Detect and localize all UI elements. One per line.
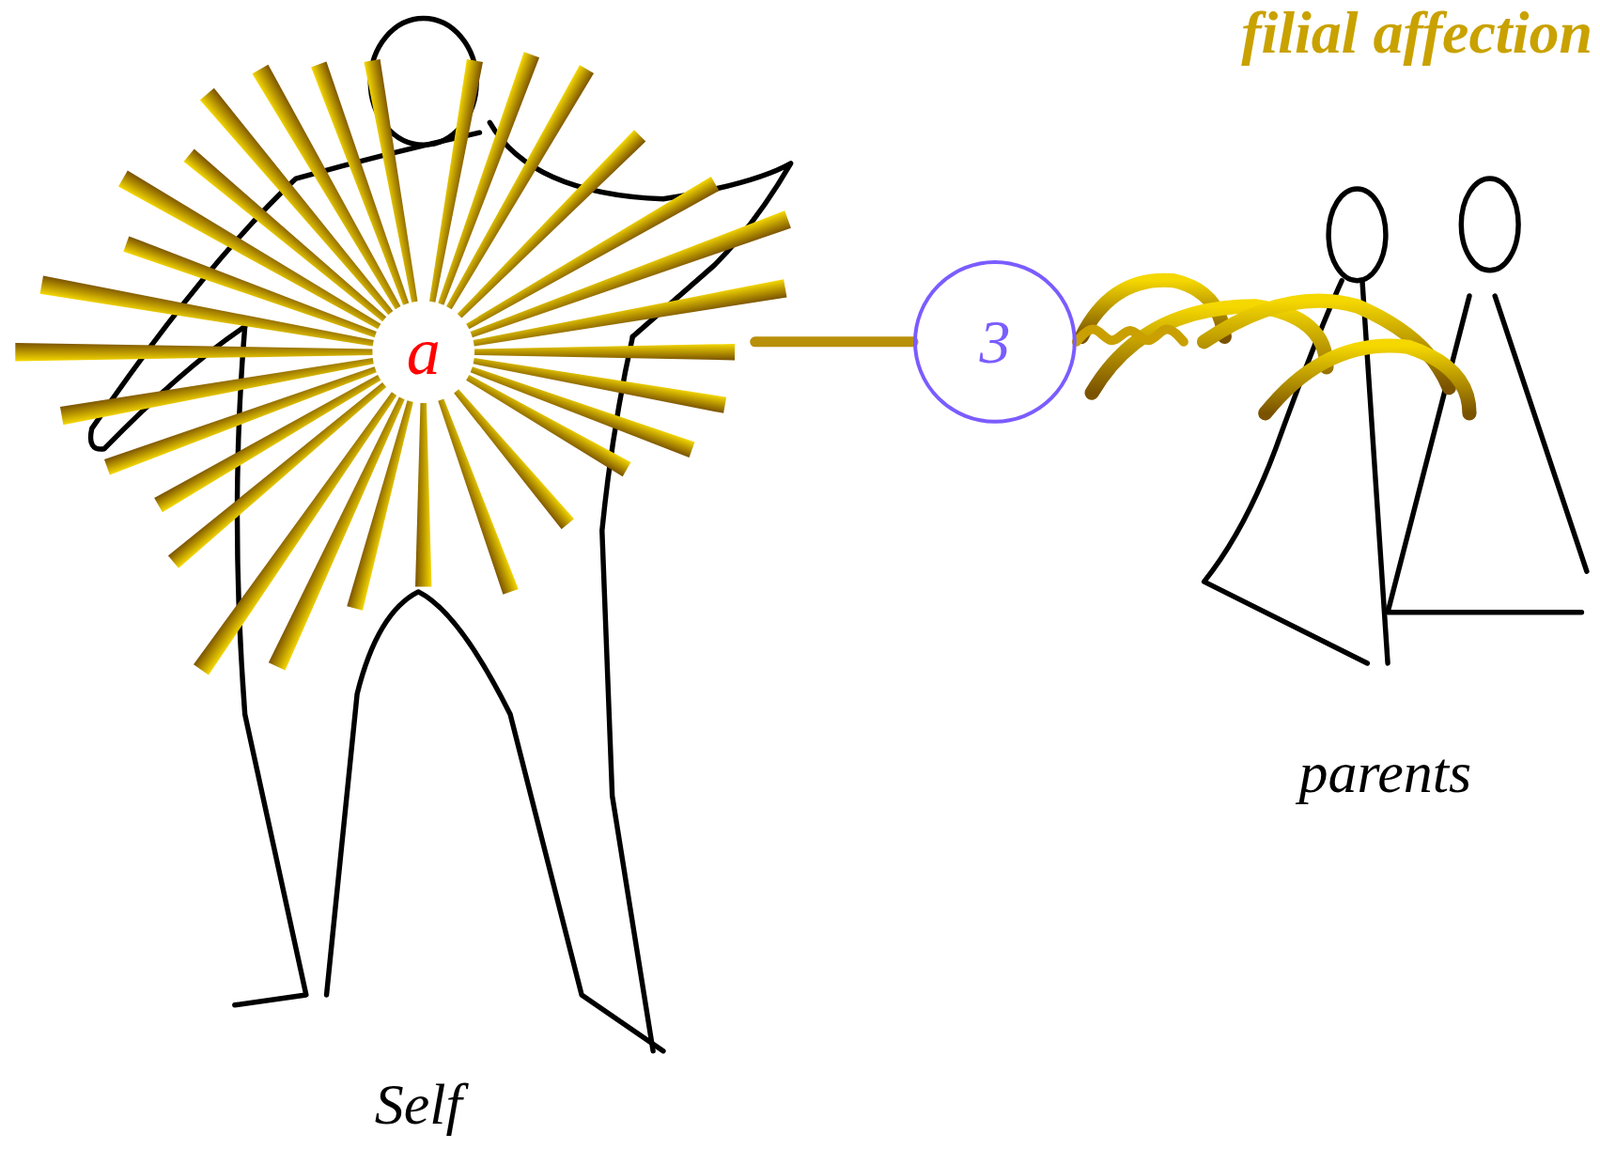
title-note: filial affection — [1241, 0, 1593, 66]
ray — [415, 403, 432, 587]
figure-label: parents — [1299, 739, 1473, 807]
body — [1494, 295, 1587, 572]
ray — [453, 129, 646, 322]
body — [1362, 280, 1388, 664]
circle-border — [915, 262, 1075, 422]
circle-symbol: 3 — [978, 306, 1010, 378]
affection-connector — [1076, 328, 1184, 342]
ray — [433, 397, 519, 595]
ray — [474, 343, 735, 360]
ray — [15, 342, 373, 362]
ray — [450, 386, 575, 530]
affection-curls — [1081, 279, 1470, 414]
figure-label: Self — [374, 1071, 463, 1138]
ray — [472, 279, 788, 353]
symbol-label: a — [406, 314, 441, 389]
ray — [363, 59, 422, 304]
head — [1460, 178, 1519, 271]
head — [1328, 188, 1386, 281]
parents-figures — [1204, 178, 1587, 664]
figure-node: Self — [81, 20, 756, 1138]
ray — [467, 210, 791, 343]
ray — [168, 378, 390, 569]
curl — [1265, 345, 1470, 414]
rays — [15, 51, 792, 675]
figure-node: parents — [1183, 183, 1587, 807]
drawing — [15, 18, 1587, 1052]
ray — [154, 370, 384, 513]
ray — [193, 388, 403, 676]
affection-connector — [755, 336, 914, 347]
circle-node: 3 — [913, 260, 1077, 424]
right-side — [602, 336, 653, 1051]
ray — [441, 64, 594, 312]
self-figure — [91, 18, 792, 1052]
legs — [326, 591, 664, 1052]
